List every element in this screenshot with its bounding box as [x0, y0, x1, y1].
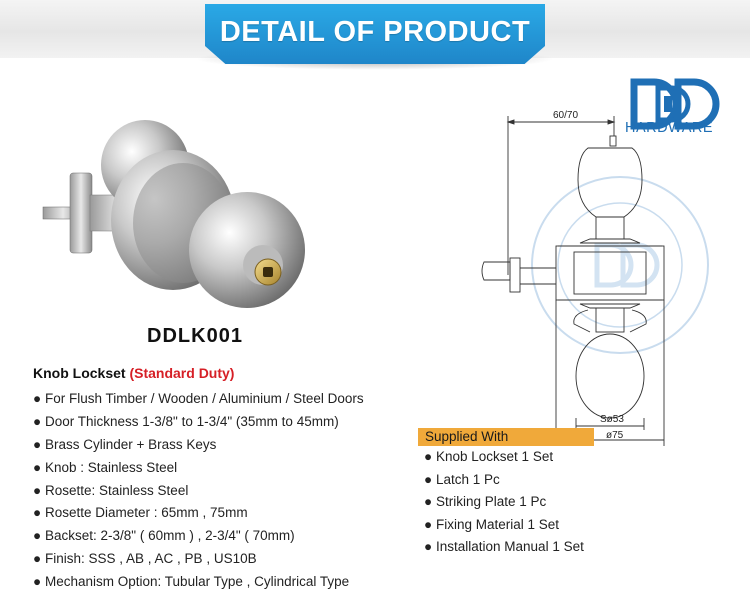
dim-backset: 60/70 — [553, 110, 579, 121]
brand-hardware-text: HARDWARE — [625, 120, 714, 136]
bullet-icon: ● — [424, 494, 433, 510]
bullet-icon: ● — [33, 482, 42, 498]
supplied-item: ●Installation Manual 1 Set — [424, 536, 584, 559]
technical-drawing — [481, 116, 665, 446]
supplied-item: ●Striking Plate 1 Pc — [424, 491, 584, 514]
bullet-icon: ● — [424, 449, 433, 464]
spec-item: ●For Flush Timber / Wooden / Aluminium /… — [33, 388, 364, 411]
bullet-icon: ● — [33, 413, 42, 429]
bullet-icon: ● — [33, 459, 42, 475]
supplied-item: ●Knob Lockset 1 Set — [424, 446, 584, 469]
bullet-icon: ● — [33, 551, 42, 567]
supplied-title: Supplied With — [425, 429, 509, 444]
model-number: DDLK001 — [147, 325, 243, 347]
latch-faceplate — [69, 172, 93, 254]
front-knob — [189, 192, 305, 308]
brand-logo — [630, 78, 720, 130]
bullet-icon: ● — [33, 436, 42, 452]
spec-item: ●Brass Cylinder + Brass Keys — [33, 434, 364, 457]
spec-item: ●Knob : Stainless Steel — [33, 457, 364, 480]
spec-item: ●Door Thickness 1-3/8" to 1-3/4" (35mm t… — [33, 411, 364, 434]
spec-item: ●Backset: 2-3/8" ( 60mm ) , 2-3/4" ( 70m… — [33, 525, 364, 548]
supplied-item: ●Latch 1 Pc — [424, 469, 584, 492]
bullet-icon: ● — [33, 505, 42, 521]
header-banner: DETAIL OF PRODUCT — [205, 4, 545, 64]
spec-duty: (Standard Duty) — [129, 365, 235, 381]
page-title: DETAIL OF PRODUCT — [219, 15, 531, 48]
supplied-item: ●Fixing Material 1 Set — [424, 514, 584, 537]
spec-item: ●Rosette: Stainless Steel — [33, 480, 364, 503]
bullet-icon: ● — [424, 539, 433, 555]
bullet-icon: ● — [424, 516, 433, 532]
spec-list: ●For Flush Timber / Wooden / Aluminium /… — [33, 388, 364, 594]
dim-knob-diameter: Sø53 — [600, 414, 624, 425]
spec-title: Knob Lockset — [33, 365, 126, 381]
spec-item: ●Rosette Diameter : 65mm , 75mm — [33, 502, 364, 525]
bullet-icon: ● — [33, 391, 42, 406]
product-image — [42, 120, 305, 308]
bullet-icon: ● — [33, 574, 42, 590]
dim-rosette-diameter: ø75 — [606, 430, 624, 441]
bullet-icon: ● — [33, 528, 42, 544]
supplied-header: Supplied With — [418, 428, 594, 446]
supplied-list: ●Knob Lockset 1 Set ●Latch 1 Pc ●Strikin… — [424, 446, 584, 559]
bullet-icon: ● — [424, 471, 433, 487]
spec-item: ●Finish: SSS , AB , AC , PB , US10B — [33, 548, 364, 571]
spec-item: ●Mechanism Option: Tubular Type , Cylind… — [33, 571, 364, 594]
spec-heading: Knob Lockset (Standard Duty) — [33, 365, 234, 381]
